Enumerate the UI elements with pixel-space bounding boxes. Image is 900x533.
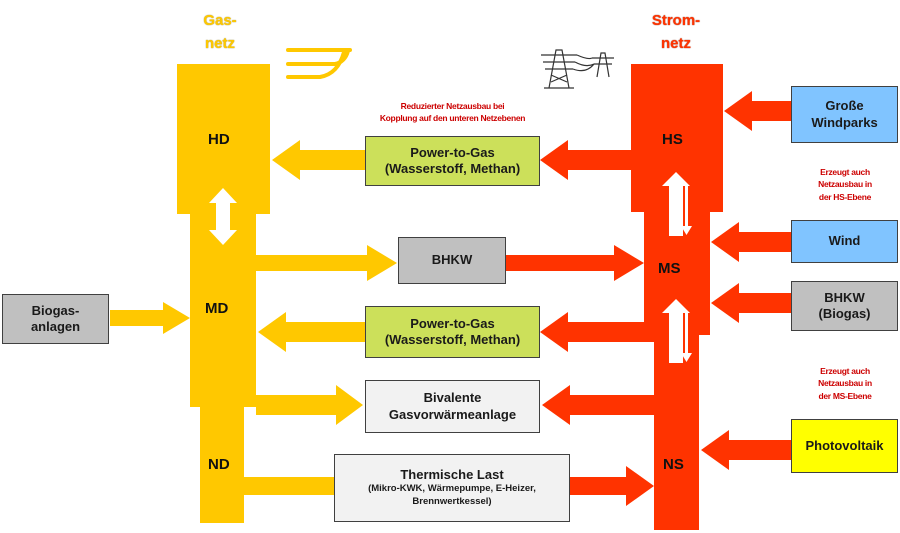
gas-arrows bbox=[110, 140, 397, 506]
power-network-column bbox=[631, 64, 723, 530]
note-hs-ebene: Erzeugt auch Netzausbau in der HS-Ebene bbox=[790, 166, 900, 203]
hs-to-ms-down-arrow-icon bbox=[681, 226, 692, 235]
thermal-load-line3: Brennwertkessel) bbox=[412, 496, 492, 508]
note-ms-ebene: Erzeugt auch Netzausbau in der MS-Ebene bbox=[790, 365, 900, 402]
large-windparks-box: Große Windparks bbox=[791, 86, 898, 143]
gas-network-title: Gas- netz bbox=[190, 10, 250, 55]
power-pylon-icon bbox=[541, 49, 614, 89]
power-level-ms: MS bbox=[658, 260, 681, 277]
note-hs-line2: Netzausbau in bbox=[818, 179, 872, 190]
pv-to-ns-arrow bbox=[701, 430, 791, 470]
ns-to-bivalent-arrow bbox=[542, 385, 654, 425]
note-ms-line3: der MS-Ebene bbox=[818, 390, 872, 401]
gas-level-nd: ND bbox=[208, 456, 230, 473]
power-ns-block bbox=[654, 333, 699, 530]
bhkw-to-ms-arrow bbox=[505, 245, 644, 281]
nd-to-thermisch-arrow bbox=[244, 466, 362, 506]
ns-to-ms-up-arrow-icon bbox=[669, 313, 683, 363]
biogas-plants-box: Biogas- anlagen bbox=[2, 294, 109, 344]
power-level-hs: HS bbox=[662, 131, 683, 148]
note-reduced-grid-expansion: Reduzierter Netzausbau bei Kopplung auf … bbox=[335, 100, 570, 125]
bivalent-line1: Bivalente bbox=[423, 390, 482, 406]
biogas-line2: anlagen bbox=[30, 319, 81, 334]
power-network-title: Strom- netz bbox=[636, 10, 716, 55]
bhkw-biogas-line2: (Biogas) bbox=[818, 306, 871, 321]
note-reduced-line1: Reduzierter Netzausbau bei bbox=[400, 101, 505, 111]
power-network-title-line2: netz bbox=[661, 34, 691, 52]
wind-to-ms-arrow bbox=[711, 222, 791, 262]
gas-network-title-line1: Gas- bbox=[203, 12, 237, 29]
biogas-line1: Biogas- bbox=[31, 302, 80, 318]
bhkw-biogas-box: BHKW (Biogas) bbox=[791, 281, 898, 331]
gas-network-column bbox=[177, 64, 270, 523]
note-ms-line2: Netzausbau in bbox=[818, 378, 872, 389]
note-ms-line1: Erzeugt auch bbox=[820, 366, 870, 376]
biogas-to-md-arrow bbox=[110, 302, 190, 334]
wind-line1: Wind bbox=[828, 233, 861, 249]
p2g-mid-line2: (Wasserstoff, Methan) bbox=[384, 332, 521, 347]
note-reduced-line2: Kopplung auf den unteren Netzebenen bbox=[379, 113, 526, 124]
power-network-title-line1: Strom- bbox=[651, 12, 701, 29]
p2g-top-to-hd-arrow bbox=[272, 140, 365, 180]
photovoltaik-box: Photovoltaik bbox=[791, 419, 898, 473]
windparks-line2: Windparks bbox=[811, 114, 878, 130]
hs-to-p2g-top-arrow bbox=[540, 140, 631, 180]
hs-to-ms-down-arrow-shaft bbox=[685, 184, 688, 228]
bhkw-line1: BHKW bbox=[431, 252, 473, 268]
thermal-load-line2: (Mikro-KWK, Wärmepumpe, E-Heizer, bbox=[368, 483, 536, 495]
bhkw-box: BHKW bbox=[398, 237, 506, 284]
gas-nd-block bbox=[200, 405, 244, 523]
gas-network-title-line2: netz bbox=[205, 34, 235, 52]
ms-to-hs-up-arrow-icon bbox=[669, 186, 683, 236]
note-hs-line3: der HS-Ebene bbox=[818, 191, 872, 202]
md-to-bhkw-arrow bbox=[256, 245, 397, 281]
power-to-gas-box-mid: Power-to-Gas (Wasserstoff, Methan) bbox=[365, 306, 540, 358]
thermisch-to-ns-arrow bbox=[570, 466, 654, 506]
md-to-bivalent-arrow bbox=[256, 385, 363, 425]
p2g-top-line2: (Wasserstoff, Methan) bbox=[384, 161, 521, 176]
bivalent-box: Bivalente Gasvorwärmeanlage bbox=[365, 380, 540, 433]
ms-to-ns-down-arrow-shaft bbox=[685, 311, 688, 355]
windparks-line1: Große bbox=[825, 98, 864, 114]
ms-to-ns-down-arrow-icon bbox=[681, 353, 692, 362]
ns-to-ms-up-arrowhead bbox=[662, 299, 690, 313]
bivalent-line2: Gasvorwärmeanlage bbox=[388, 406, 517, 422]
hd-md-exchange-arrow-icon bbox=[209, 188, 237, 245]
thermal-load-box: Thermische Last (Mikro-KWK, Wärmepumpe, … bbox=[334, 454, 570, 522]
ms-to-p2g-mid-arrow bbox=[540, 312, 654, 352]
windparks-to-hs-arrow bbox=[724, 91, 791, 131]
ms-to-hs-up-arrowhead bbox=[662, 172, 690, 186]
wind-box: Wind bbox=[791, 220, 898, 263]
pv-line1: Photovoltaik bbox=[805, 437, 884, 453]
p2g-top-line1: Power-to-Gas bbox=[410, 144, 495, 160]
gas-level-hd: HD bbox=[208, 131, 230, 148]
bhkw-biogas-to-ms-arrow bbox=[711, 283, 791, 323]
thermal-load-line1: Thermische Last bbox=[400, 467, 504, 483]
bhkw-biogas-line1: BHKW bbox=[824, 289, 865, 305]
gas-pipeline-icon bbox=[286, 48, 352, 79]
note-hs-line1: Erzeugt auch bbox=[820, 167, 870, 177]
gas-level-md: MD bbox=[205, 300, 229, 317]
p2g-mid-to-md-arrow bbox=[258, 312, 365, 352]
p2g-mid-line1: Power-to-Gas bbox=[410, 315, 495, 331]
power-arrows bbox=[505, 91, 791, 506]
power-to-gas-box-top: Power-to-Gas (Wasserstoff, Methan) bbox=[365, 136, 540, 186]
power-level-ns: NS bbox=[663, 456, 684, 473]
